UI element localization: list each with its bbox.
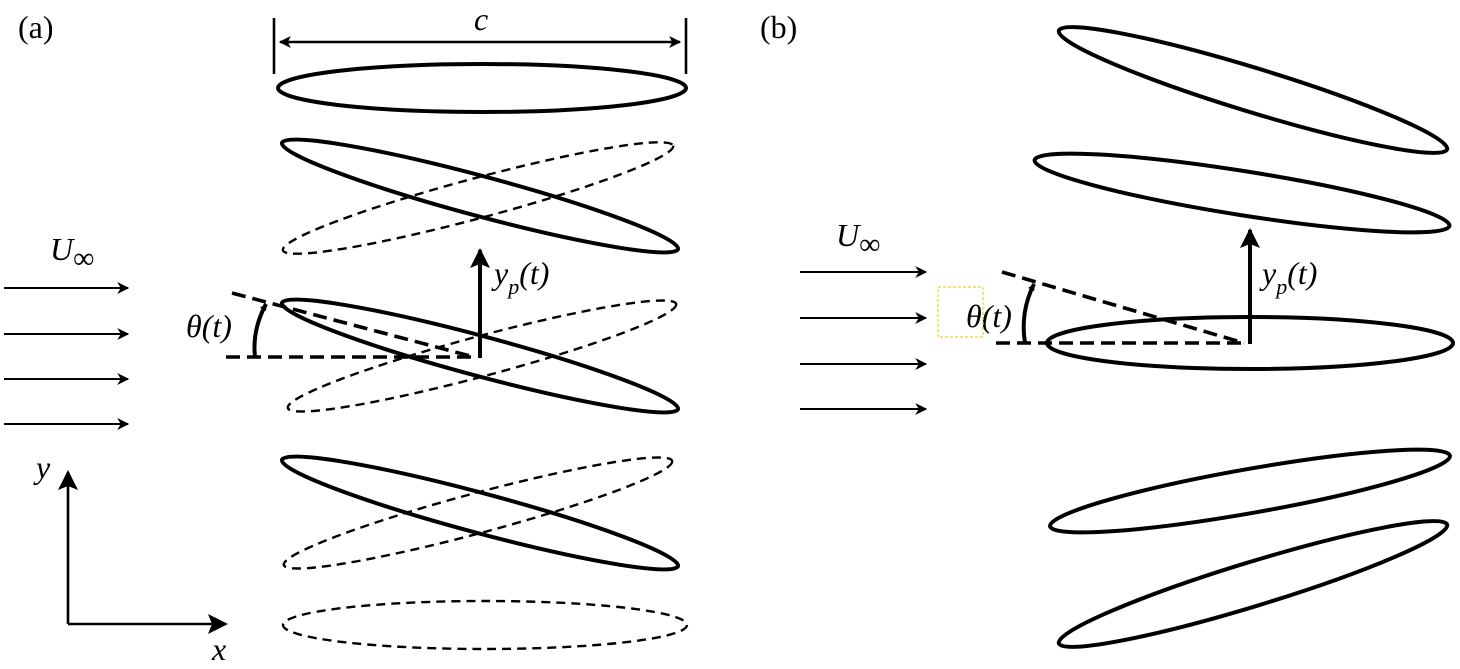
airfoil-pitched-4 xyxy=(279,454,681,572)
chord-line-pitched-b xyxy=(1001,270,1245,345)
freestream-label: U∞ xyxy=(50,231,95,275)
heave-label-b-arg: (t) xyxy=(1287,255,1317,291)
panel-b-label: (b) xyxy=(760,9,797,45)
heave-label-main: y xyxy=(491,255,509,291)
freestream-label-b-main: U xyxy=(836,217,861,253)
panel-a: (a) c θ(t) yp(t) xyxy=(4,1,689,667)
chord-dimension: c xyxy=(272,1,688,74)
airfoil-ghost-2 xyxy=(281,141,675,255)
freestream-label-sub: ∞ xyxy=(73,242,94,275)
selection-box xyxy=(937,286,984,338)
freestream-arrows-b xyxy=(800,266,928,415)
airfoil-ghost-bottom xyxy=(281,599,689,651)
x-axis-label: x xyxy=(211,631,226,667)
airfoil-b-upper xyxy=(1032,151,1452,235)
theta-arc-arrow-b xyxy=(1021,283,1036,344)
airfoil-b-lower xyxy=(1048,447,1452,535)
heave-label-sub: p xyxy=(506,274,519,299)
airfoil-ghost-3 xyxy=(286,299,678,413)
freestream-label-b: U∞ xyxy=(836,217,881,261)
heave-label: yp(t) xyxy=(491,255,549,299)
panel-b: (b) θ(t) yp(t) U∞ xyxy=(760,9,1455,649)
freestream-label-main: U xyxy=(50,231,75,267)
theta-label-b: θ(t) xyxy=(966,298,1012,334)
heave-label-arg: (t) xyxy=(519,255,549,291)
theta-arc-arrow xyxy=(252,303,268,358)
panel-a-label: (a) xyxy=(18,9,54,45)
heave-label-b-main: y xyxy=(1259,255,1277,291)
freestream-label-b-sub: ∞ xyxy=(859,228,880,261)
heave-label-b-sub: p xyxy=(1274,274,1287,299)
airfoil-pitched-3 xyxy=(279,297,681,415)
theta-label: θ(t) xyxy=(186,308,232,344)
airfoil-top xyxy=(276,62,688,114)
y-axis-label: y xyxy=(33,449,51,485)
coordinate-axes: y x xyxy=(33,449,228,667)
airfoil-b-bottom xyxy=(1056,519,1450,649)
airfoil-pitched-2 xyxy=(279,137,681,255)
chord-label: c xyxy=(474,1,488,37)
airfoil-b-top xyxy=(1056,25,1450,155)
heave-label-b: yp(t) xyxy=(1259,255,1317,299)
airfoil-ghost-4 xyxy=(282,456,674,570)
freestream-arrows xyxy=(4,282,130,430)
